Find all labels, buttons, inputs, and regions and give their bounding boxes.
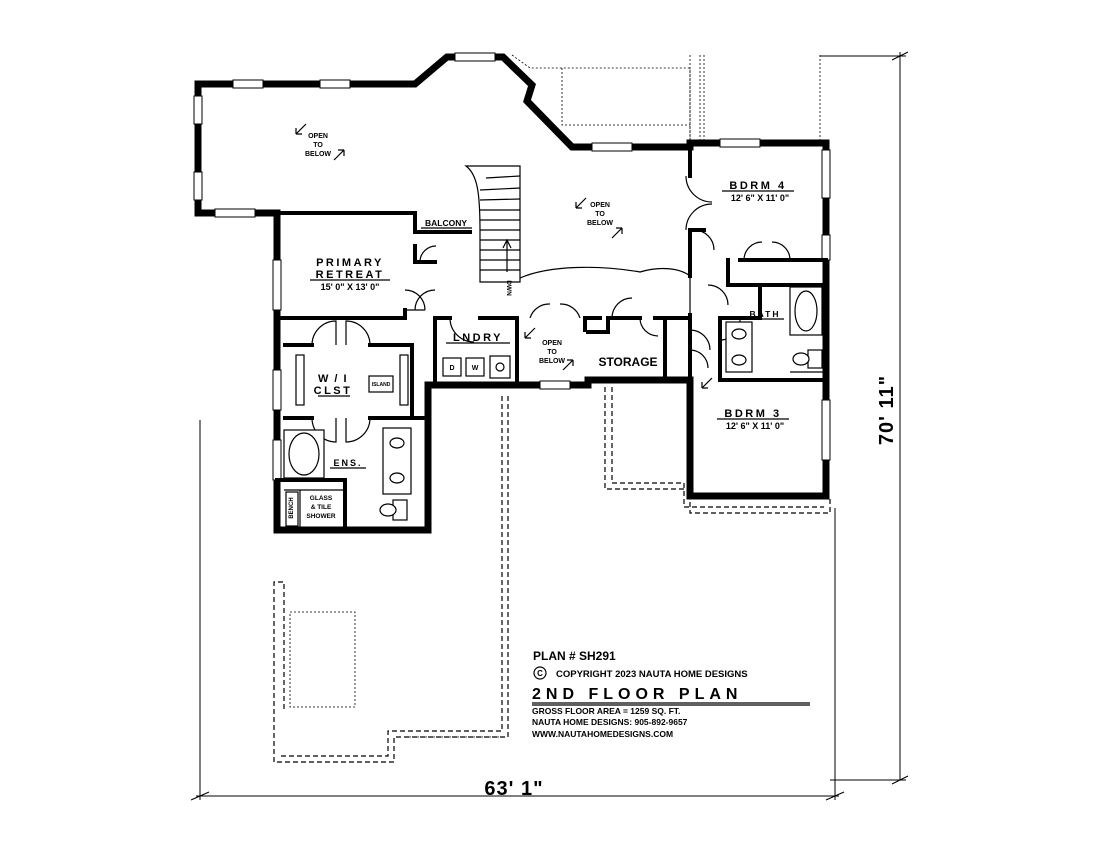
- svg-text:BELOW: BELOW: [587, 220, 613, 227]
- bdrm3-name: BDRM 3: [724, 408, 781, 420]
- primary-retreat-name-2: RETREAT: [316, 269, 385, 281]
- wi-closet-line-2: CLST: [314, 385, 353, 397]
- website: WWW.NAUTAHOMEDESIGNS.COM: [532, 729, 673, 739]
- open-to-below-label-1: OPEN TO BELOW: [305, 133, 331, 158]
- island-label: ISLAND: [372, 382, 391, 388]
- shower-label-1: GLASS: [310, 495, 333, 502]
- fixtures: [283, 286, 823, 528]
- bench-label: BENCH: [289, 497, 295, 518]
- copyright-symbol: C: [537, 669, 543, 678]
- stair-down-label: DWN: [505, 280, 512, 296]
- gross-floor-area: GROSS FLOOR AREA = 1259 SQ. FT.: [532, 706, 680, 716]
- svg-text:TO: TO: [595, 211, 605, 218]
- open-to-below-label-3: OPEN TO BELOW: [539, 340, 565, 365]
- plan-number: PLAN # SH291: [533, 649, 616, 663]
- exterior-walls: [194, 53, 830, 534]
- open-to-below-arrows: [295, 123, 713, 389]
- svg-text:BELOW: BELOW: [539, 358, 565, 365]
- primary-retreat-name-1: PRIMARY: [316, 257, 384, 269]
- svg-text:TO: TO: [547, 349, 557, 356]
- svg-text:OPEN: OPEN: [542, 340, 562, 347]
- balcony-label: BALCONY: [425, 218, 467, 228]
- depth-dimension: 70' 11": [876, 375, 898, 445]
- copyright-text: COPYRIGHT 2023 NAUTA HOME DESIGNS: [556, 669, 748, 680]
- bdrm4-size: 12' 6" X 11' 0": [731, 193, 789, 203]
- primary-retreat-size: 15' 0" X 13' 0": [321, 282, 380, 292]
- open-to-below-label-2: OPEN TO BELOW: [587, 202, 613, 227]
- bdrm3-size: 12' 6" X 11' 0": [726, 421, 784, 431]
- svg-text:TO: TO: [313, 142, 323, 149]
- svg-text:OPEN: OPEN: [308, 133, 328, 140]
- washer-label: W: [472, 365, 479, 372]
- laundry-label: LNDRY: [453, 332, 503, 344]
- copyright-icon: [533, 666, 547, 680]
- plan-title: 2ND FLOOR PLAN: [532, 686, 742, 703]
- wi-closet-line-1: W / I: [318, 373, 348, 385]
- svg-text:BELOW: BELOW: [305, 151, 331, 158]
- storage-label: STORAGE: [598, 355, 657, 369]
- svg-text:OPEN: OPEN: [590, 202, 610, 209]
- width-dimension: 63' 1": [484, 778, 543, 800]
- lower-floor-outline: [273, 54, 831, 763]
- shower-label-3: SHOWER: [306, 513, 336, 520]
- dimension-lines: [190, 51, 909, 801]
- shower-label-2: & TILE: [311, 504, 332, 511]
- dryer-label: D: [449, 365, 454, 372]
- ensuite-label: ENS.: [333, 458, 362, 468]
- door-swings: [311, 175, 791, 443]
- interior-walls: [275, 145, 828, 532]
- bdrm4-name: BDRM 4: [729, 180, 786, 192]
- bath-label: BATH: [750, 309, 781, 319]
- contact-info: NAUTA HOME DESIGNS: 905-892-9657: [532, 717, 688, 727]
- title-block: PLAN # SH291 C COPYRIGHT 2023 NAUTA HOME…: [532, 649, 810, 739]
- room-labels: OPEN TO BELOW OPEN TO BELOW OPEN TO BELO…: [289, 133, 794, 520]
- windows: [193, 52, 831, 481]
